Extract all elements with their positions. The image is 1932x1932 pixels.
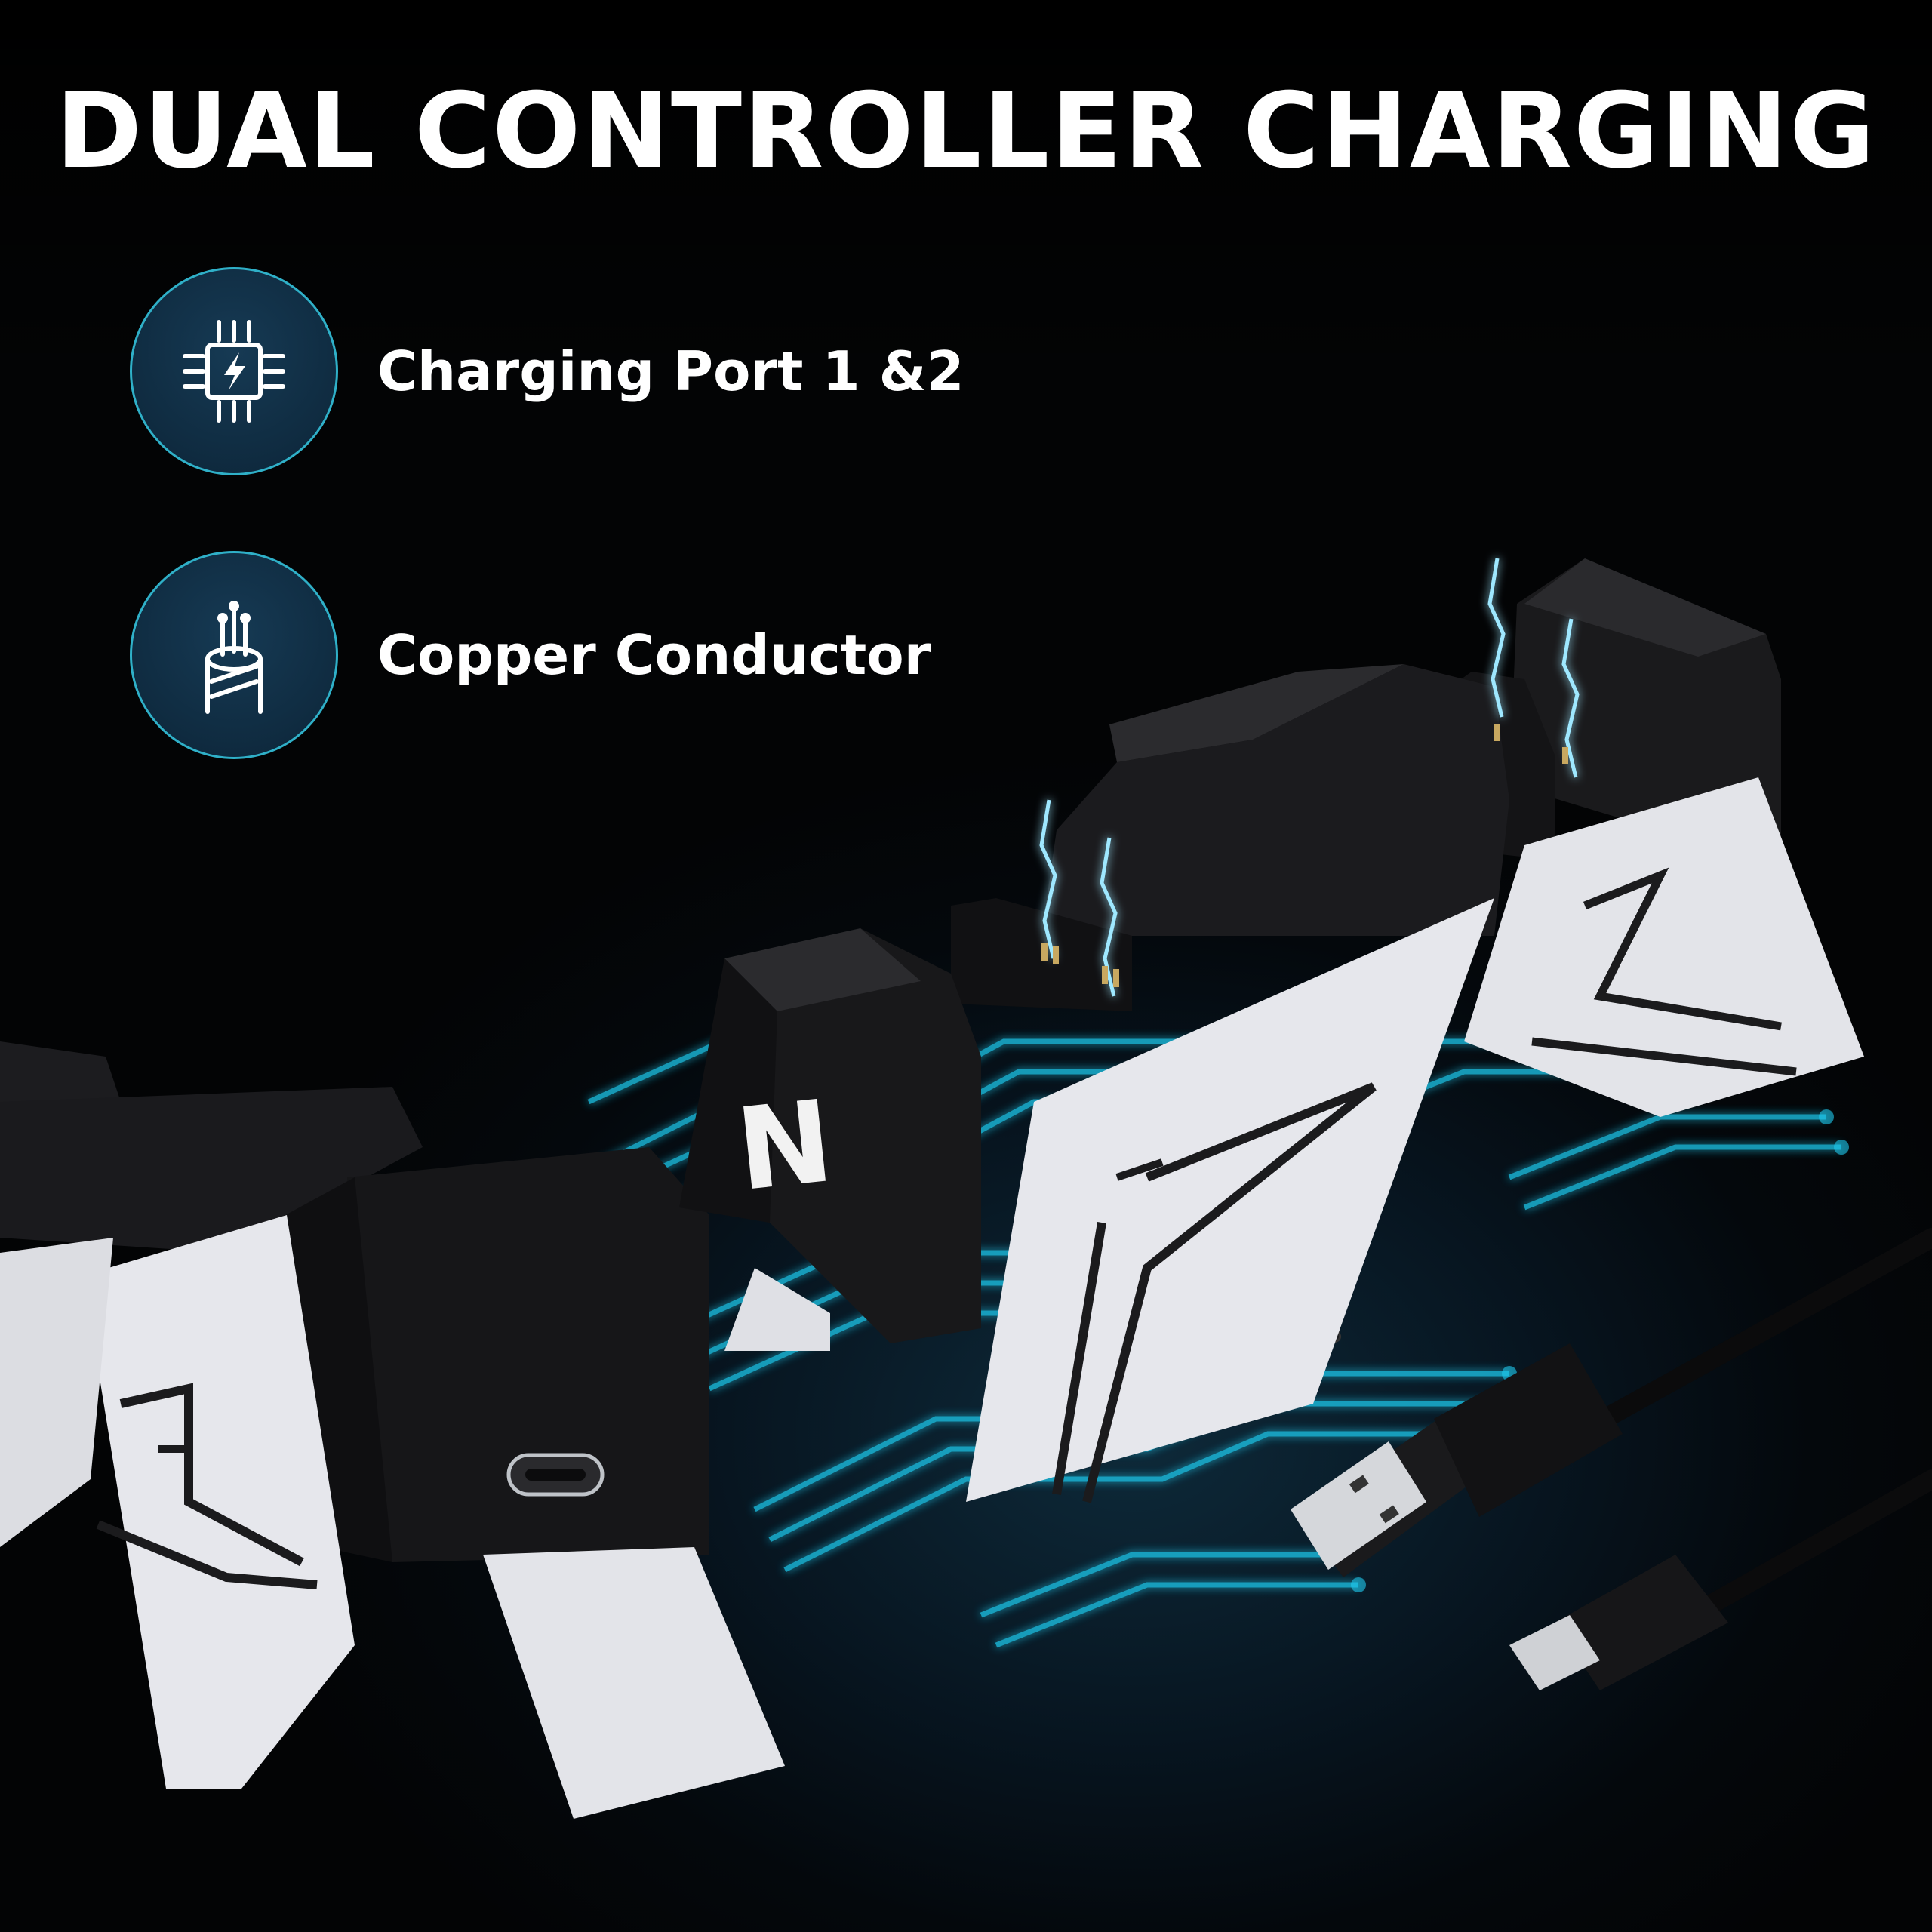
- usb-c-plug-icon: [1509, 1615, 1600, 1690]
- rear-stand-panel: [1464, 777, 1864, 1117]
- left-charging-dock: [0, 1041, 785, 1819]
- usb-c-housing: [1555, 1555, 1728, 1690]
- chip-lightning-icon: [130, 267, 338, 475]
- copper-cable-icon: [130, 551, 338, 759]
- left-stand-leg: [83, 1215, 355, 1789]
- usb-cable: [1291, 1228, 1932, 1690]
- feature-charging-ports: Charging Port 1 &2: [130, 264, 964, 478]
- right-charging-dock: N: [679, 558, 1864, 1503]
- charging-pins: [1041, 724, 1568, 987]
- usb-a-plug-icon: [1291, 1441, 1426, 1570]
- brand-letter: N: [731, 1076, 838, 1217]
- headline: DUAL CONTROLLER CHARGING: [55, 70, 1877, 192]
- feature-label: Charging Port 1 &2: [377, 340, 964, 403]
- left-stand-leg-rear: [483, 1547, 785, 1819]
- feature-label: Copper Conductor: [377, 623, 931, 687]
- feature-copper-conductor: Copper Conductor: [130, 548, 931, 762]
